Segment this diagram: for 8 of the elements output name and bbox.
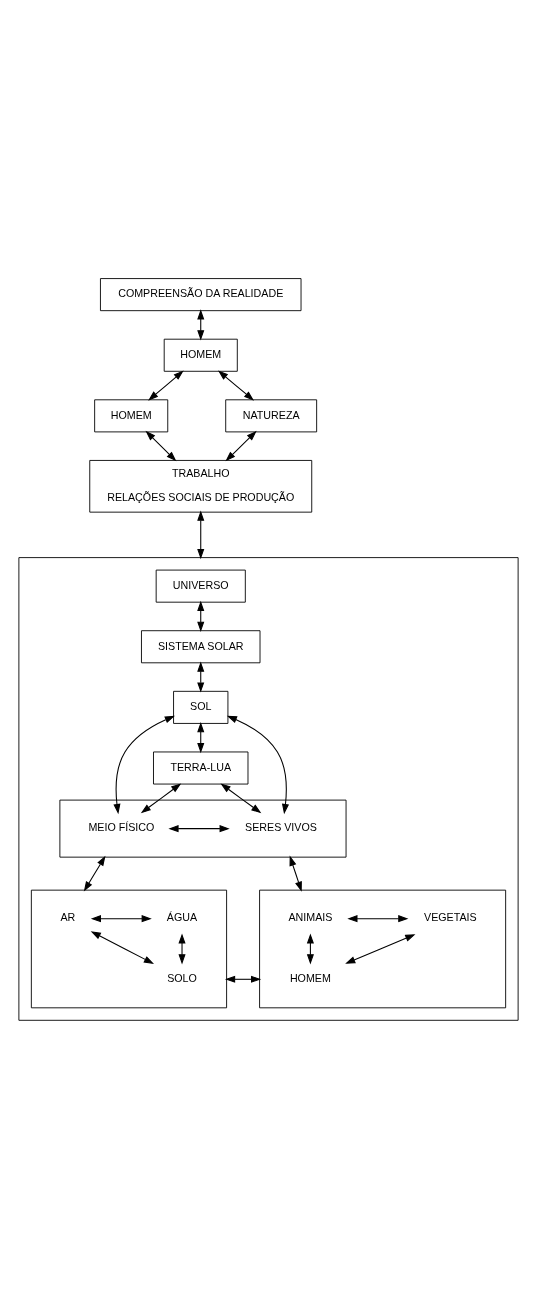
node-text: SERES VIVOS (245, 820, 317, 833)
node-text: AR (60, 910, 76, 923)
node-text: ÁGUA (166, 910, 198, 923)
node-text: ANIMAIS (288, 910, 333, 923)
node-text: SOLO (167, 971, 197, 984)
node-text: MEIO FÍSICO (88, 820, 155, 833)
node-text: HOMEM (289, 971, 331, 984)
node-text: VEGETAIS (424, 910, 477, 923)
